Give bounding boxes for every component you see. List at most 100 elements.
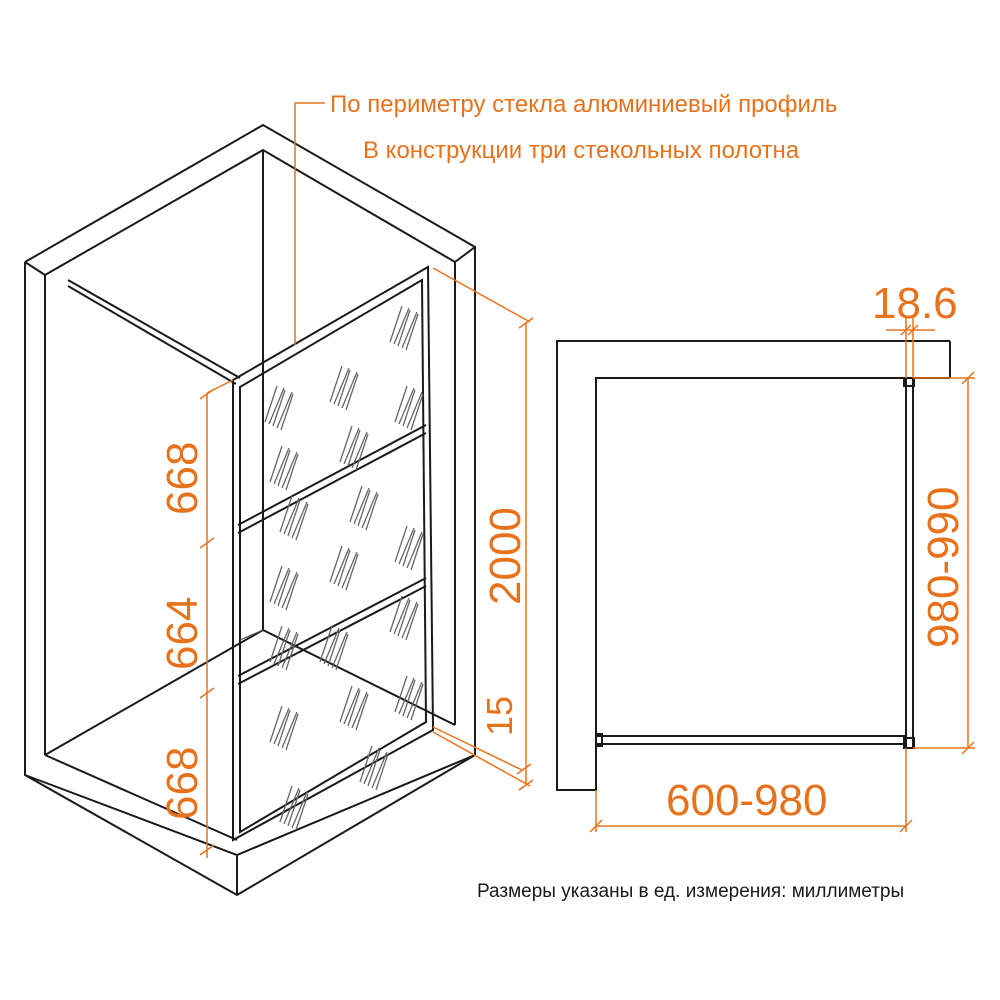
dim-width-range: 600-980 (666, 776, 827, 825)
dim-profile-width: 18.6 (872, 279, 958, 328)
glass-hatch-stroke (367, 749, 381, 787)
glass-hatch-stroke (398, 387, 415, 425)
glass-hatch-stroke (273, 627, 290, 665)
glass-hatch-stroke (281, 631, 298, 669)
dim-bottom-gap: 15 (479, 696, 520, 736)
glass-hatch-stroke (291, 501, 308, 539)
glass-hatch-stroke (335, 633, 349, 671)
glass-hatch-stroke (269, 565, 283, 603)
glass-hatch-stroke (410, 533, 424, 571)
glass-hatch-stroke (319, 625, 333, 663)
glass-hatch-stroke (323, 627, 340, 665)
glass-hatch-stroke (355, 433, 369, 471)
glass-hatch-stroke (279, 495, 293, 533)
glass-hatch-stroke (371, 751, 388, 789)
glass-hatch-stroke (375, 753, 389, 791)
glass-hatch-stroke (394, 385, 408, 423)
glass-hatch-stroke (333, 367, 350, 405)
glass-hatch-stroke (405, 313, 419, 351)
dim-panel-middle: 664 (158, 597, 207, 670)
glass-hatch-stroke (406, 681, 423, 719)
glass-hatch-stroke (398, 677, 415, 715)
note-aluminium-profile: По периметру стекла алюминиевый профиль (330, 91, 837, 118)
glass-hatch-stroke (329, 365, 343, 403)
glass-hatch-stroke (397, 309, 411, 347)
glass-hatch-stroke (410, 683, 424, 721)
glass-texture (264, 305, 424, 831)
glass-hatch-stroke (359, 745, 373, 783)
glass-hatch-stroke (394, 675, 408, 713)
glass-hatch-stroke (406, 391, 423, 429)
glass-hatch-stroke (341, 371, 358, 409)
glass-hatch-stroke (405, 603, 419, 641)
glass-hatch-stroke (355, 693, 369, 731)
dim-panel-bottom: 668 (158, 747, 207, 820)
glass-hatch-stroke (331, 631, 348, 669)
glass-hatch-stroke (329, 545, 343, 583)
glass-hatch-stroke (351, 431, 368, 469)
glass-hatch-stroke (337, 369, 351, 407)
glass-hatch-stroke (333, 547, 350, 585)
glass-hatch-stroke (269, 705, 283, 743)
glass-hatch-stroke (337, 549, 351, 587)
glass-hatch-stroke (365, 493, 379, 531)
plan-view (556, 340, 951, 791)
dim-total-height: 2000 (481, 507, 530, 605)
glass-hatch-stroke (347, 429, 361, 467)
glass-hatch-stroke (349, 485, 363, 523)
glass-hatch-stroke (283, 787, 300, 825)
glass-hatch-stroke (277, 709, 291, 747)
glass-hatch-stroke (276, 391, 293, 429)
glass-hatch-stroke (295, 793, 309, 831)
glass-hatch-stroke (327, 629, 341, 667)
glass-hatch-stroke (281, 711, 298, 749)
glass-hatch-stroke (402, 389, 416, 427)
glass-hatch-stroke (285, 633, 299, 671)
glass-hatch-stroke (277, 629, 291, 667)
glass-hatch-stroke (345, 373, 359, 411)
glass-hatch-stroke (363, 747, 380, 785)
glass-hatch-stroke (357, 489, 371, 527)
glass-hatch-stroke (389, 305, 403, 343)
glass-hatch-stroke (277, 569, 291, 607)
glass-hatch-stroke (402, 529, 416, 567)
glass-hatch-stroke (273, 567, 290, 605)
glass-hatch-stroke (281, 571, 298, 609)
glass-hatch-stroke (273, 707, 290, 745)
glass-hatch-stroke (285, 713, 299, 751)
glass-hatch-stroke (269, 445, 283, 483)
glass-hatch-stroke (279, 785, 293, 823)
glass-hatch-stroke (272, 389, 286, 427)
glass-hatch-stroke (283, 497, 300, 535)
glass-hatch-stroke (280, 393, 294, 431)
glass-hatch-stroke (264, 385, 278, 423)
glass-hatch-stroke (398, 527, 415, 565)
glass-hatch-stroke (401, 601, 418, 639)
glass-hatch-stroke (343, 427, 360, 465)
dim-lines-plan (589, 318, 975, 833)
room-outline (24, 123, 476, 897)
glass-hatch-stroke (345, 553, 359, 591)
glass-hatch-stroke (339, 685, 353, 723)
glass-hatch-stroke (393, 307, 410, 345)
glass-hatch-stroke (406, 531, 423, 569)
dim-panel-top: 668 (158, 442, 207, 515)
glass-hatch-stroke (353, 487, 370, 525)
glass-hatch-stroke (287, 499, 301, 537)
glass-hatch-stroke (343, 687, 360, 725)
glass-hatch-stroke (277, 449, 291, 487)
glass-hatch-stroke (402, 679, 416, 717)
dim-depth-range: 980-990 (919, 487, 968, 648)
dim-lines-3d (199, 102, 534, 858)
glass-hatch-stroke (269, 625, 283, 663)
glass-hatch-stroke (281, 451, 298, 489)
glass-hatch-stroke (393, 597, 410, 635)
glass-hatch-stroke (273, 447, 290, 485)
glass-hatch-stroke (285, 453, 299, 491)
glass-hatch-stroke (394, 525, 408, 563)
glass-hatch-stroke (410, 393, 424, 431)
glass-hatch-stroke (347, 689, 361, 727)
glass-hatch-stroke (268, 387, 285, 425)
glass-hatch-stroke (285, 573, 299, 611)
